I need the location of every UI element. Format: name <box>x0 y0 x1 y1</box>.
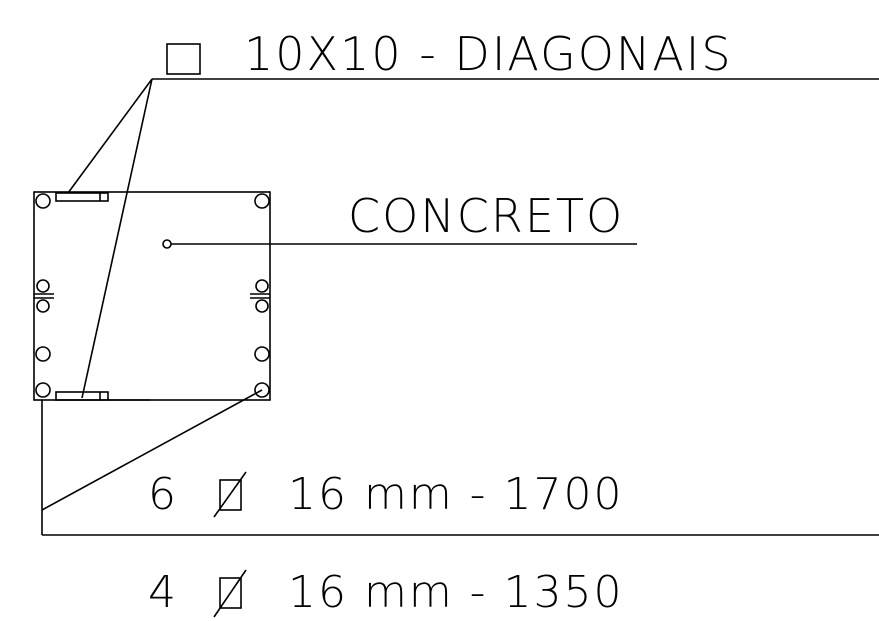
rebar-bar <box>255 299 269 313</box>
diameter-symbol-icon <box>213 471 247 518</box>
rebar-bar <box>255 279 269 293</box>
rebar-bar <box>254 382 270 398</box>
rebar-bar <box>35 346 51 362</box>
concrete-label: CONCRETO <box>348 189 624 243</box>
rebar-secondary-spec: 16 mm - 1350 <box>288 567 624 618</box>
stirrup-bottom <box>55 391 109 401</box>
rebar-main-spec: 16 mm - 1700 <box>288 469 624 520</box>
diameter-symbol-icon <box>213 569 247 618</box>
rebar-bar <box>35 193 51 209</box>
rebar-bar <box>254 346 270 362</box>
rebar-main-count: 6 <box>148 469 178 520</box>
rebar-bar <box>36 299 50 313</box>
rebar-secondary-count: 4 <box>148 567 178 618</box>
stirrup-label: 10X10 - DIAGONAIS <box>244 27 733 81</box>
stirrup-leader <box>67 78 879 399</box>
rebar-main-label: 6 16 mm - 1700 <box>148 469 624 520</box>
stirrup-top <box>55 192 109 202</box>
rebar-bars <box>35 193 270 398</box>
rebar-leader <box>41 389 879 536</box>
side-stirrup-marks <box>34 293 270 299</box>
rebar-secondary-label: 4 16 mm - 1350 <box>148 567 624 618</box>
concrete-marker <box>162 239 172 249</box>
rebar-bar <box>254 193 270 209</box>
rebar-bar <box>36 279 50 293</box>
column-outline <box>33 191 271 401</box>
rebar-bar <box>35 382 51 398</box>
concrete-leader <box>162 239 637 249</box>
square-symbol-icon <box>166 43 201 75</box>
